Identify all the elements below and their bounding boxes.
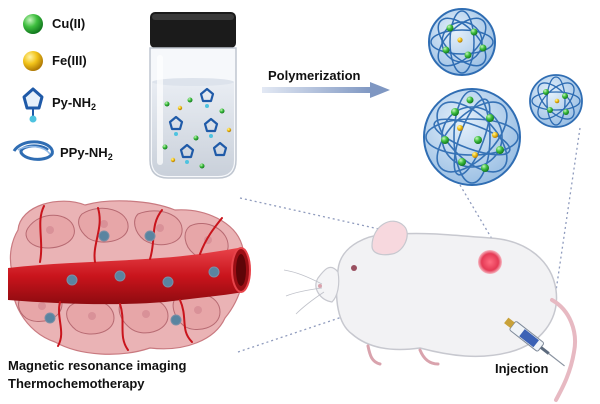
fe-legend-label: Fe(III) xyxy=(52,54,87,67)
polymerization-label: Polymerization xyxy=(268,69,360,82)
injection-label: Injection xyxy=(495,362,548,375)
pyrrole-monomer-icon xyxy=(24,89,42,123)
py-legend-label: Py-NH2 xyxy=(52,96,96,112)
ppy-legend-label: PPy-NH2 xyxy=(60,146,113,162)
reaction-vial xyxy=(150,12,236,178)
fe-ion-icon xyxy=(23,51,43,71)
nanoparticle-top xyxy=(429,9,495,75)
ppy-chain-icon xyxy=(14,142,52,159)
tumor-site xyxy=(478,250,502,274)
caption-mri: Magnetic resonance imaging xyxy=(8,359,186,372)
nanoparticle-large xyxy=(424,89,520,185)
py-legend-subscript: 2 xyxy=(91,102,96,112)
cu-ion-icon xyxy=(23,14,43,34)
caption-thermochemotherapy: Thermochemotherapy xyxy=(8,377,145,390)
py-legend-text: Py-NH xyxy=(52,95,91,110)
nanoparticle-small xyxy=(530,75,582,127)
cu-legend-label: Cu(II) xyxy=(52,17,85,30)
polymerization-arrow xyxy=(262,82,390,98)
ppy-legend-subscript: 2 xyxy=(108,152,113,162)
ppy-legend-text: PPy-NH xyxy=(60,145,108,160)
